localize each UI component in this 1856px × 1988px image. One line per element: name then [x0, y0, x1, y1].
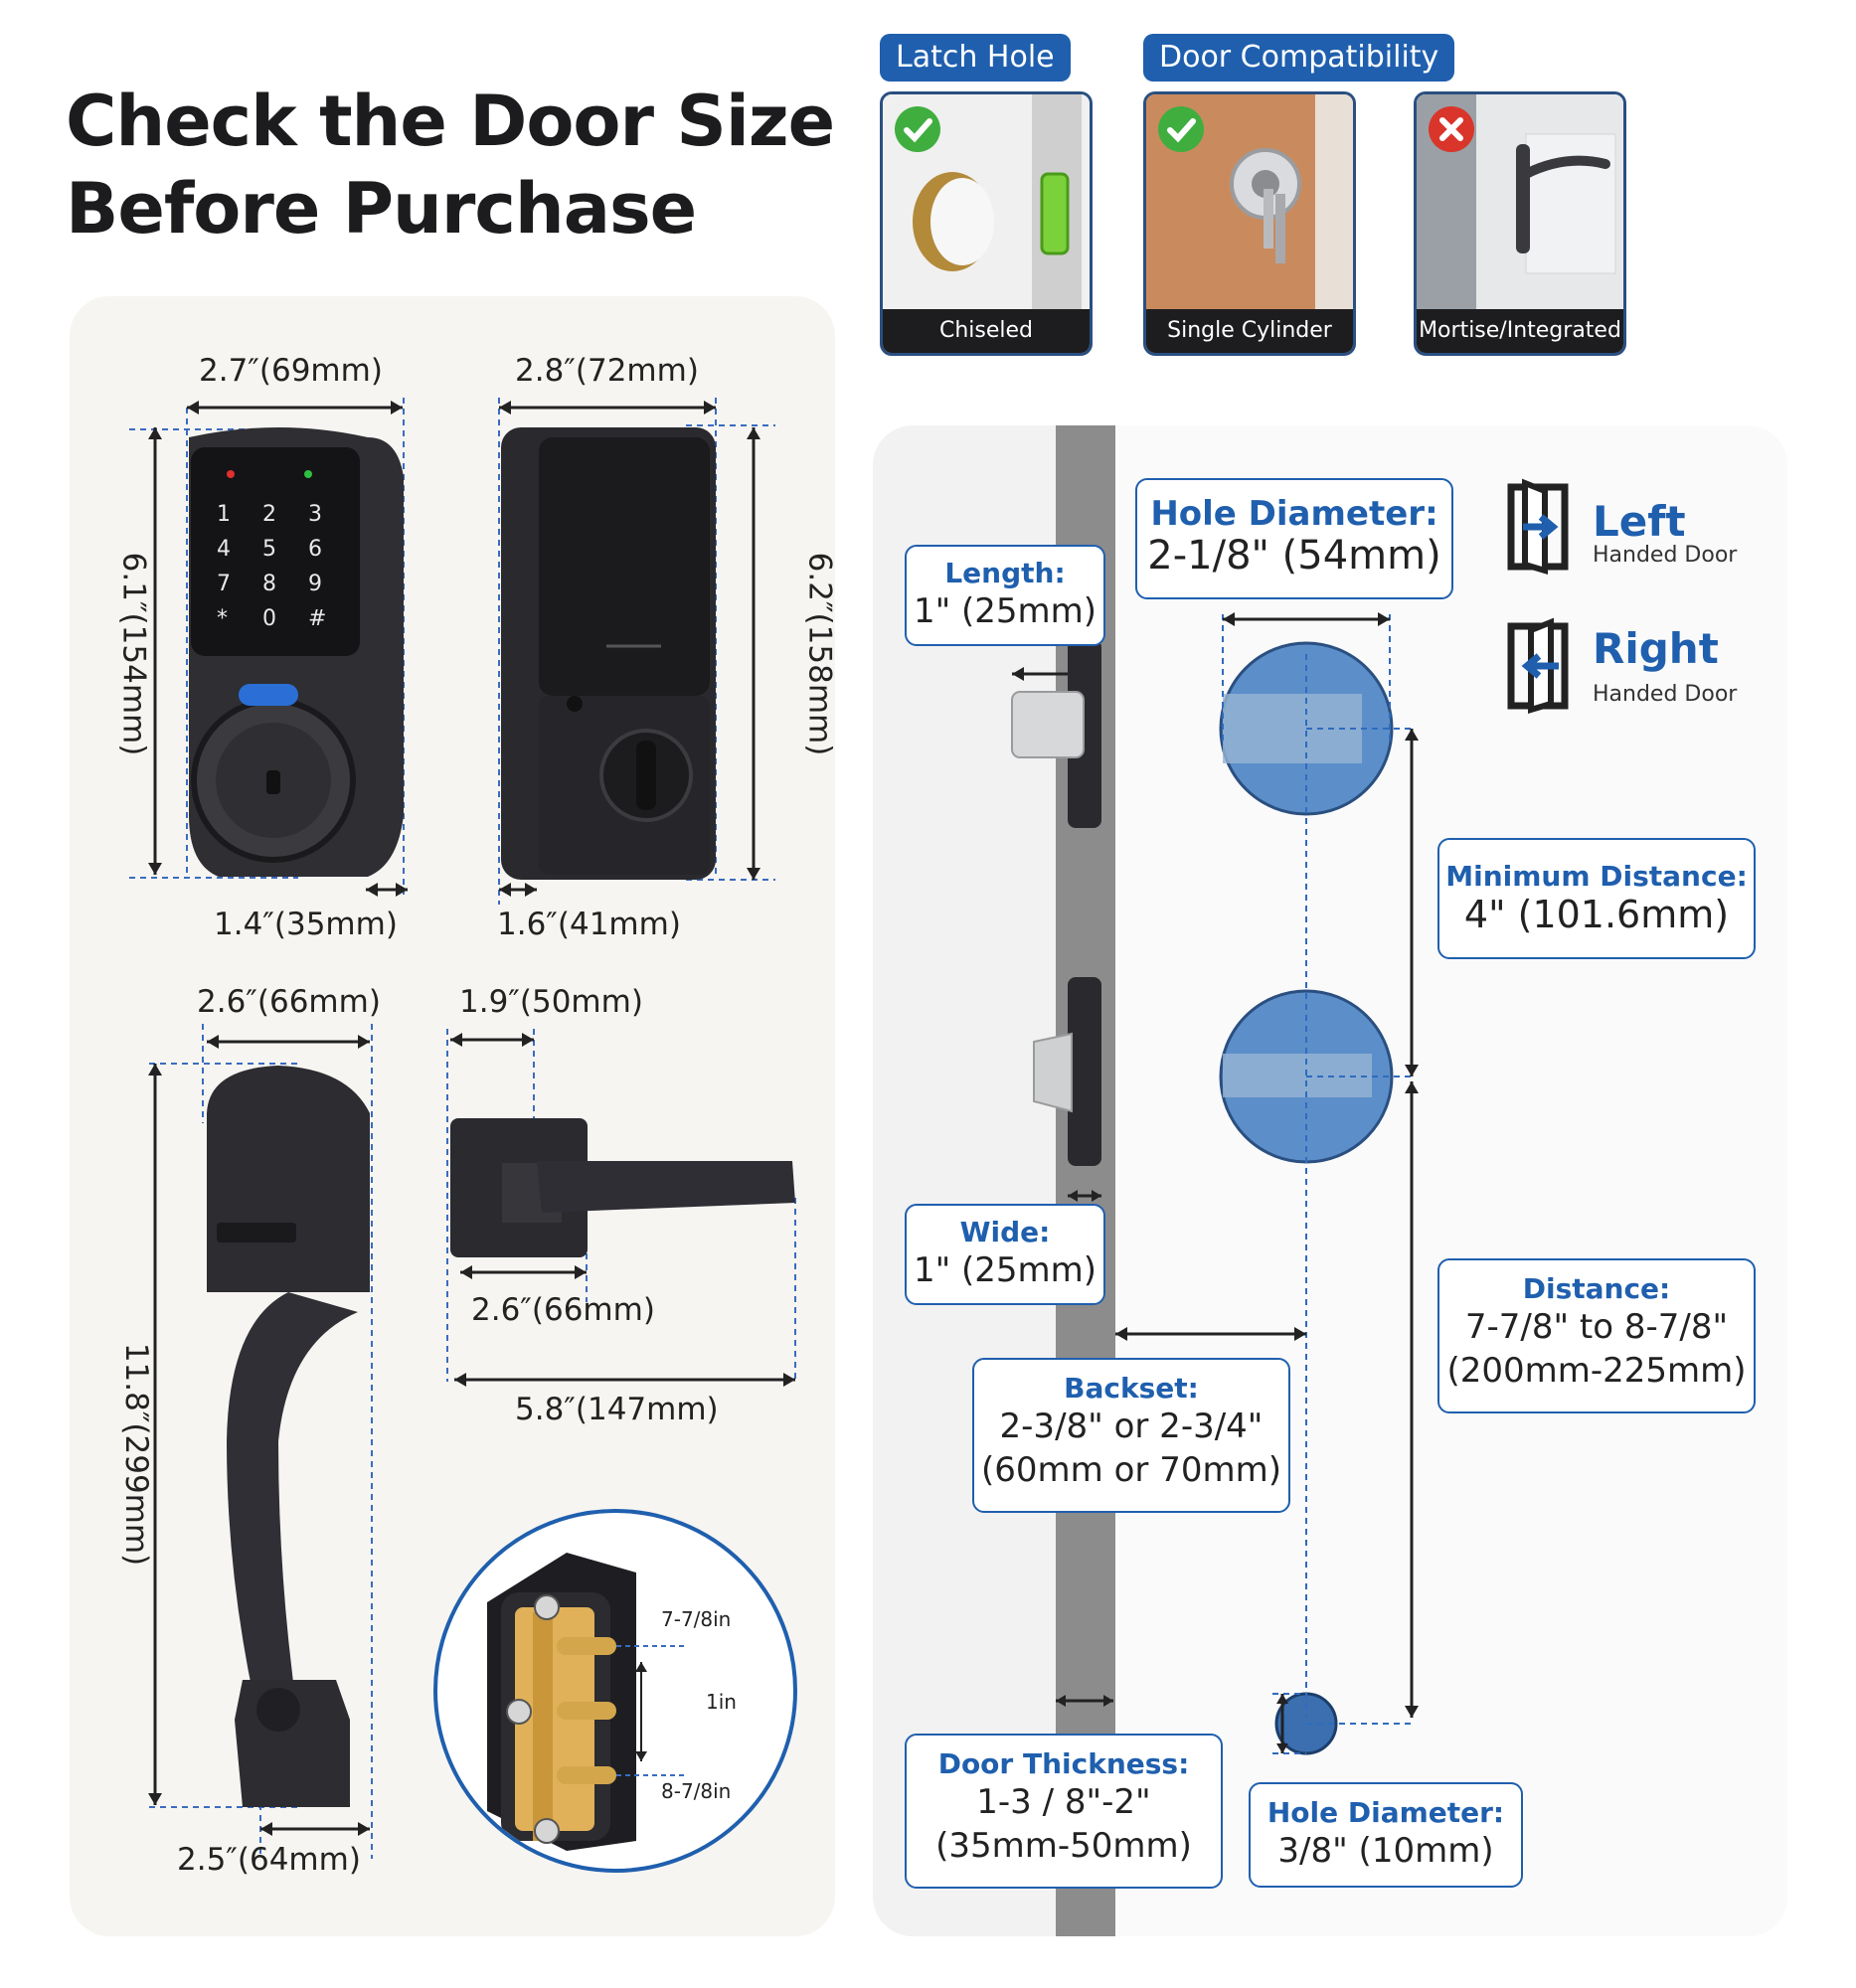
right-handed-sub: Handed Door [1593, 682, 1738, 707]
card-chiseled: Chiseled [880, 91, 1093, 356]
key: 0 [262, 606, 276, 631]
backset-value-metric: (60mm or 70mm) [981, 1450, 1281, 1490]
minimum-distance-heading: Minimum Distance: [1445, 860, 1748, 893]
door-face [1115, 425, 1787, 1936]
distance-heading: Distance: [1522, 1272, 1671, 1305]
key: 5 [262, 537, 276, 562]
handleset-dimension-arrows [148, 1035, 370, 1836]
wide-spec: Wide: 1" (25mm) [905, 1204, 1105, 1305]
hole-diameter-heading: Hole Diameter: [1150, 494, 1438, 534]
left-handed-label: Left [1593, 497, 1686, 546]
card-mortise: Mortise/Integrated [1414, 91, 1626, 356]
handle-height-label: 11.8″(299mm) [118, 1342, 155, 1567]
check-icon [1158, 106, 1204, 152]
left-handed-sub: Handed Door [1593, 543, 1738, 568]
distance-value-metric: (200mm-225mm) [1446, 1351, 1747, 1391]
right-handed-door-icon [1507, 617, 1569, 715]
interior-dimension-arrows [499, 401, 760, 897]
key: 6 [308, 537, 322, 562]
backset-value-imperial: 2-3/8" or 2-3/4" [999, 1407, 1264, 1446]
backset-spec: Backset: 2-3/8" or 2-3/4" (60mm or 70mm) [972, 1358, 1290, 1513]
screw-spacing-detail [433, 1509, 797, 1873]
length-spec: Length: 1" (25mm) [905, 545, 1105, 646]
screw-bottom-label: 8-7/8in [661, 1779, 732, 1803]
distance-value-imperial: 7-7/8" to 8-7/8" [1464, 1307, 1729, 1347]
minimum-distance-value: 4" (101.6mm) [1463, 893, 1730, 936]
card-single-cylinder: Single Cylinder [1143, 91, 1356, 356]
interior-width-label: 2.8″(72mm) [515, 353, 699, 389]
key: 1 [217, 502, 231, 527]
title-line-1: Check the Door Size [66, 81, 835, 162]
door-thickness-value-metric: (35mm-50mm) [935, 1826, 1192, 1866]
title-line-2: Before Purchase [66, 168, 697, 249]
door-prep-drawing [1011, 612, 1419, 1755]
left-handed-door-icon [1507, 478, 1569, 576]
door-thickness-heading: Door Thickness: [937, 1747, 1190, 1780]
key: 8 [262, 572, 276, 596]
backset-heading: Backset: [1064, 1372, 1199, 1405]
interior-depth-label: 1.6″(41mm) [497, 907, 681, 942]
key: 3 [308, 502, 322, 527]
length-spec-value: 1" (25mm) [913, 591, 1097, 631]
interior-height-label: 6.2″(158mm) [801, 552, 838, 756]
lever-dimension-arrows [450, 1033, 795, 1387]
door-compatibility-badge: Door Compatibility [1143, 34, 1455, 82]
small-hole-diameter-spec: Hole Diameter: 3/8" (10mm) [1249, 1782, 1523, 1888]
wide-spec-heading: Wide: [959, 1216, 1051, 1248]
hole-diameter-value: 2-1/8" (54mm) [1147, 533, 1441, 579]
key: 7 [217, 572, 231, 596]
keypad-keys: 1 2 3 4 5 6 7 8 9 * 0 # [217, 502, 366, 631]
key: 2 [262, 502, 276, 527]
key: 9 [308, 572, 322, 596]
key: 4 [217, 537, 231, 562]
card-caption: Single Cylinder [1146, 309, 1353, 353]
small-hole-value: 3/8" (10mm) [1277, 1831, 1494, 1871]
latch-hole-badge: Latch Hole [880, 34, 1071, 82]
card-caption: Mortise/Integrated [1417, 309, 1623, 353]
door-thickness-spec: Door Thickness: 1-3 / 8"-2" (35mm-50mm) [905, 1734, 1223, 1889]
screw-spacing-image [487, 1553, 686, 1851]
keypad-height-label: 6.1″(154mm) [115, 552, 152, 756]
keypad-depth-label: 1.4″(35mm) [214, 907, 398, 942]
keypad-dimension-arrows [148, 401, 408, 897]
length-spec-heading: Length: [944, 557, 1066, 589]
hole-diameter-spec: Hole Diameter: 2-1/8" (54mm) [1135, 478, 1453, 599]
lever-drawing [446, 1029, 796, 1382]
handle-bottom-label: 2.5″(64mm) [177, 1842, 361, 1878]
check-icon [895, 106, 940, 152]
key: * [217, 606, 228, 631]
right-handed-label: Right [1593, 624, 1719, 673]
interior-unit-drawing [498, 398, 775, 905]
minimum-distance-spec: Minimum Distance: 4" (101.6mm) [1437, 838, 1756, 959]
key: # [308, 606, 327, 631]
handle-width-label: 2.6″(66mm) [197, 984, 381, 1020]
keypad-exterior-drawing [129, 398, 405, 895]
small-hole-heading: Hole Diameter: [1266, 1796, 1505, 1829]
screw-mid-label: 1in [706, 1690, 737, 1714]
page-title: Check the Door Size Before Purchase [66, 78, 835, 252]
wide-spec-value: 1" (25mm) [913, 1250, 1097, 1290]
screw-top-label: 7-7/8in [661, 1607, 732, 1631]
cross-icon [1429, 106, 1474, 152]
handleset-drawing [149, 1024, 373, 1859]
chiseled-latch-image [883, 94, 1090, 315]
door-thickness-value-imperial: 1-3 / 8"-2" [976, 1782, 1151, 1822]
keypad-width-label: 2.7″(69mm) [199, 353, 383, 389]
lever-depth-label: 2.6″(66mm) [471, 1292, 655, 1328]
card-caption: Chiseled [883, 309, 1090, 353]
lever-rose-label: 1.9″(50mm) [459, 984, 643, 1020]
distance-spec: Distance: 7-7/8" to 8-7/8" (200mm-225mm) [1437, 1258, 1756, 1413]
lever-length-label: 5.8″(147mm) [515, 1392, 719, 1427]
